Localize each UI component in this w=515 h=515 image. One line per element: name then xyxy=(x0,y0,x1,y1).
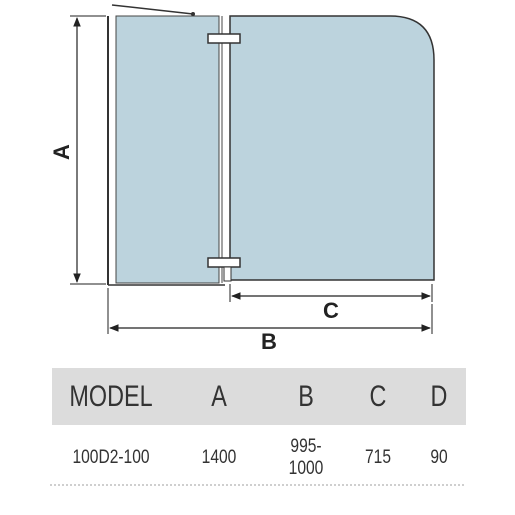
cell-d: 90 xyxy=(430,447,448,468)
support-bar-end xyxy=(191,12,195,16)
bath-screen-diagram: A C B xyxy=(49,4,435,354)
header-c: C xyxy=(369,379,387,413)
dim-a-label: A xyxy=(49,144,74,160)
hinge-bottom xyxy=(207,257,241,268)
dotted-divider xyxy=(50,484,464,486)
cell-model: 100D2-100 xyxy=(72,447,150,468)
support-bar xyxy=(111,4,194,15)
table-row: 100D2-100 1400 995-1000 715 90 xyxy=(52,425,466,491)
dim-b-label: B xyxy=(261,329,277,354)
header-b: B xyxy=(298,379,314,413)
spec-table: MODEL A B C D 100D2-100 1400 995-1000 71… xyxy=(52,368,466,491)
header-a: A xyxy=(211,379,227,413)
swing-glass-panel xyxy=(229,15,435,281)
dim-c-label: C xyxy=(323,298,339,323)
table-header-row: MODEL A B C D xyxy=(52,368,466,425)
cell-b: 995-1000 xyxy=(288,436,324,479)
header-d: D xyxy=(430,379,448,413)
hinge-top xyxy=(207,33,241,44)
hinge-bottom-foot xyxy=(223,266,232,282)
fixed-glass-panel xyxy=(115,15,220,284)
header-model: MODEL xyxy=(69,379,153,413)
cell-a: 1400 xyxy=(201,447,237,468)
cell-c: 715 xyxy=(364,447,391,468)
